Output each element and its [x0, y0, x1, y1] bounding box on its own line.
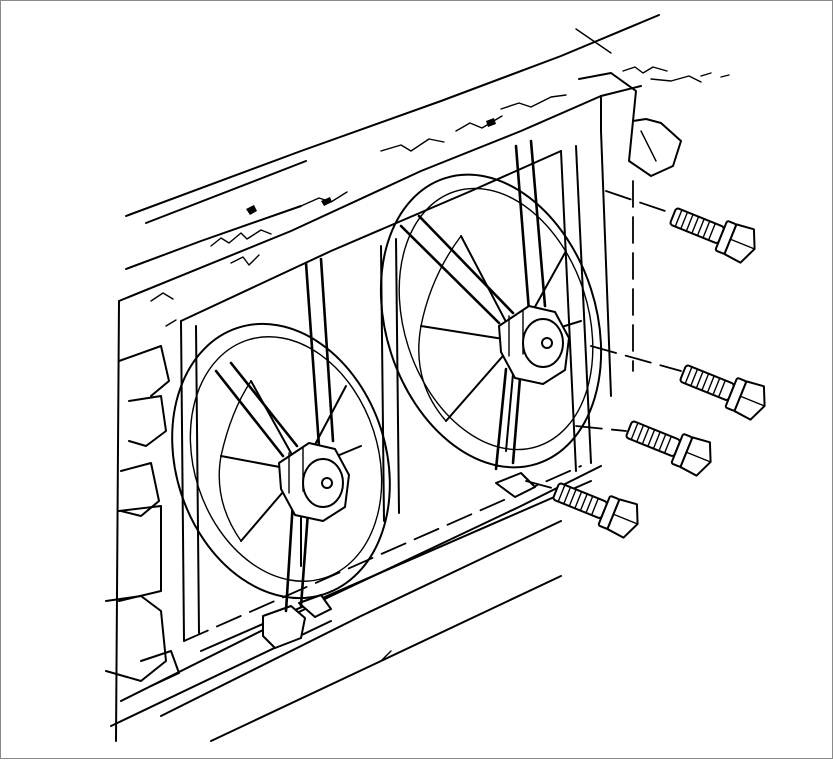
bolt-icon	[549, 474, 644, 540]
bolt-icon	[666, 199, 761, 265]
right-cooling-fan	[345, 141, 637, 496]
radiator-support-structure	[106, 15, 729, 741]
left-cooling-fan	[138, 259, 424, 627]
fan-shroud	[181, 146, 591, 651]
bolt-leader-lines	[526, 191, 681, 489]
bolt-icon	[676, 356, 771, 422]
bolt-icon	[622, 412, 717, 478]
